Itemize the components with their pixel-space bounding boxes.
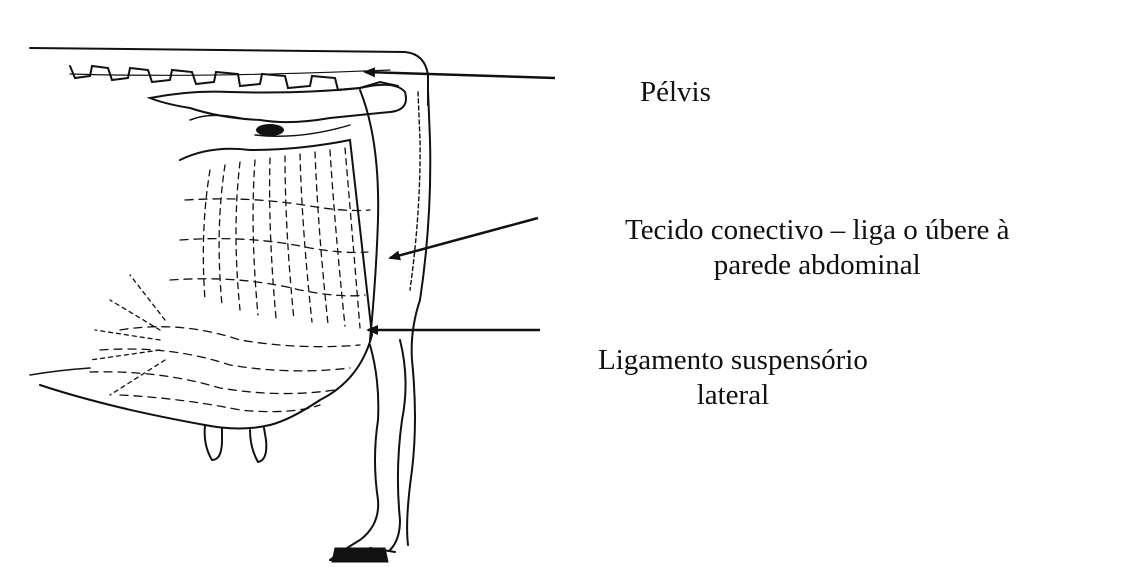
- label-pelvis: Pélvis: [640, 75, 711, 110]
- cow-outline: [30, 48, 430, 562]
- label-ligamento-line1: Ligamento suspensório: [598, 343, 868, 378]
- arrow-tecido: [390, 218, 538, 258]
- label-tecido-line2: parede abdominal: [625, 248, 1009, 283]
- label-tecido-conectivo: Tecido conectivo – liga o úbere à parede…: [625, 213, 1009, 283]
- label-tecido-line1: Tecido conectivo – liga o úbere à: [625, 213, 1009, 248]
- label-ligamento-line2: lateral: [598, 378, 868, 413]
- label-ligamento-suspensorio: Ligamento suspensório lateral: [598, 343, 868, 413]
- arrow-pelvis: [365, 72, 555, 78]
